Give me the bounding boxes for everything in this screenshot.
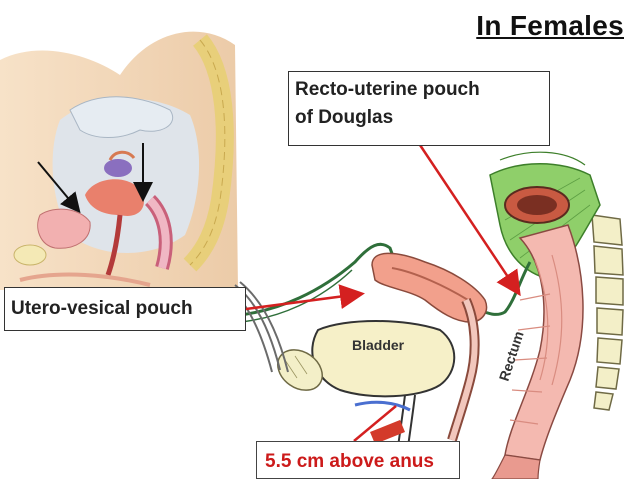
main-schematic: Rectum Bladder [229,151,624,479]
label-utero-vesical-pouch: Utero-vesical pouch [4,287,246,331]
arrow-utero-vesical-pouch [245,284,365,311]
bladder-label: Bladder [352,337,405,353]
rectum-label: Rectum [496,329,527,383]
inset-arrow-utero-vesical [37,161,81,214]
page-title: In Females [476,10,624,41]
arrow-anus-distance [353,405,397,442]
pelvis-inset-illustration [0,31,238,290]
arrow-recto-uterine-pouch [416,141,521,297]
sacrum-vertebrae [591,214,624,411]
label-recto-uterine-pouch: Recto-uterine pouch of Douglas [288,71,550,146]
label-recto-uterine-pouch-line1: Recto-uterine pouch [295,79,480,100]
label-recto-uterine-pouch-line2: of Douglas [295,106,394,128]
label-anus-distance: 5.5 cm above anus [256,441,460,479]
